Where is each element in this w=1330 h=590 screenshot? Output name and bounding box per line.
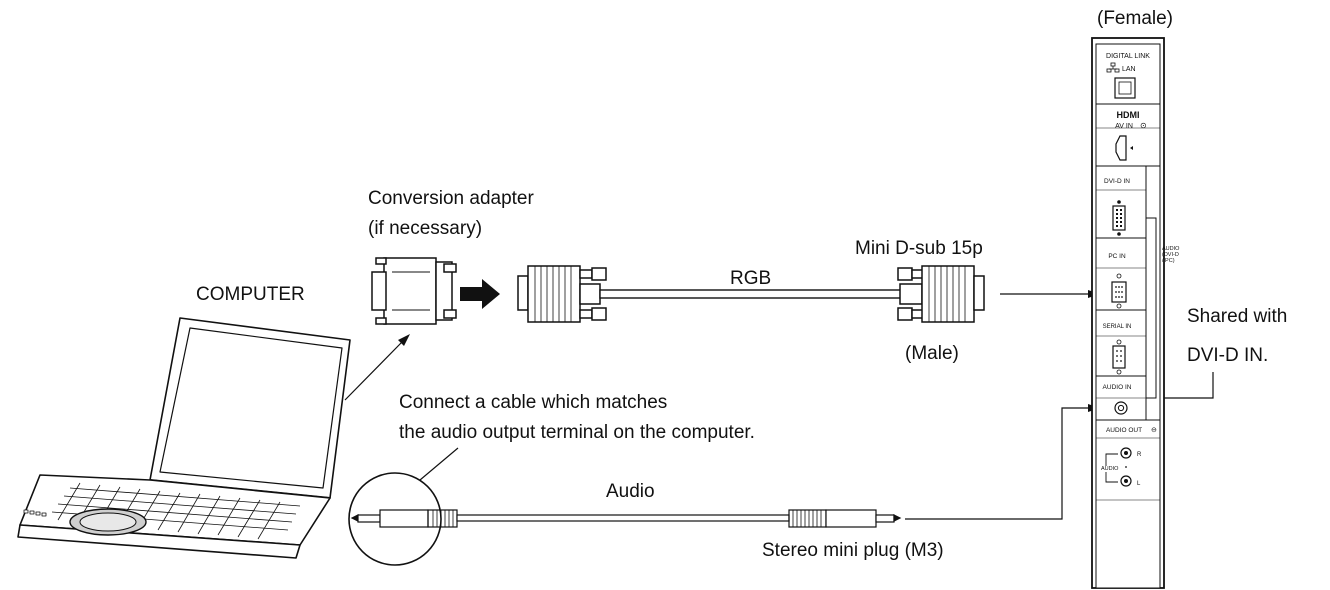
- laptop-to-adapter-pointer: [344, 334, 410, 401]
- mini-dsub-label: Mini D-sub 15p: [855, 238, 983, 259]
- conversion-adapter: [371, 257, 457, 325]
- audio-in-text: AUDIO IN: [1103, 384, 1132, 391]
- note-label-line1: Connect a cable which matches: [399, 392, 668, 413]
- rgb-label: RGB: [730, 268, 772, 289]
- shared-label-line2: DVI-D IN.: [1187, 345, 1269, 366]
- hdmi-port: [1115, 135, 1127, 161]
- male-label: (Male): [905, 343, 959, 364]
- laptop-computer: [17, 317, 351, 559]
- dvi-port: [1112, 205, 1126, 231]
- input-arrow-icon: ⊙: [1140, 121, 1147, 130]
- audio-out-text: AUDIO OUT: [1106, 427, 1142, 434]
- adapter-label-line2: (if necessary): [368, 218, 483, 239]
- rgb-cable: [599, 289, 903, 299]
- shared-callout-line: [1160, 372, 1214, 399]
- audio-cable: [348, 404, 1100, 566]
- audio-small-text: AUDIO: [1101, 466, 1119, 472]
- computer-label: COMPUTER: [196, 284, 305, 305]
- serial-in-text: SERIAL IN: [1103, 324, 1132, 330]
- female-label: (Female): [1097, 8, 1174, 29]
- mini-dsub-plug: [897, 265, 985, 323]
- adapter-label-line1: Conversion adapter: [368, 188, 534, 209]
- display-rear-panel: [1091, 37, 1165, 589]
- serial-port: [1112, 345, 1126, 369]
- l-text: L: [1137, 481, 1141, 487]
- shared-label-line1: Shared with: [1187, 306, 1288, 327]
- av-in-text: AV IN: [1115, 123, 1133, 130]
- output-arrow-icon: ⊖: [1151, 427, 1157, 434]
- r-text: R: [1137, 452, 1142, 458]
- digital-link-text: DIGITAL LINK: [1106, 53, 1150, 60]
- vga-plug-left: [517, 265, 607, 323]
- stereo-plug-label: Stereo mini plug (M3): [762, 540, 944, 561]
- panel-text: DIGITAL LINK LAN HDMI AV IN ⊙ DVI-D IN P…: [1101, 53, 1180, 487]
- note-label-line2: the audio output terminal on the compute…: [399, 422, 755, 443]
- pc-in-text: PC IN: [1108, 253, 1126, 260]
- lan-text: LAN: [1122, 66, 1136, 73]
- audio-label: Audio: [606, 481, 655, 502]
- lan-network-icon: [1106, 62, 1120, 73]
- audio-side-text-2: (DVI-D: [1162, 252, 1179, 258]
- audio-side-text-1: AUDIO: [1162, 246, 1180, 252]
- audio-side-text-3: / PC): [1162, 258, 1175, 264]
- hdmi-logo: HDMI: [1117, 110, 1140, 120]
- dvi-d-in-text: DVI-D IN: [1104, 178, 1130, 185]
- connect-arrow-icon: [460, 279, 500, 309]
- rgb-to-pc-in-line: [1000, 290, 1100, 298]
